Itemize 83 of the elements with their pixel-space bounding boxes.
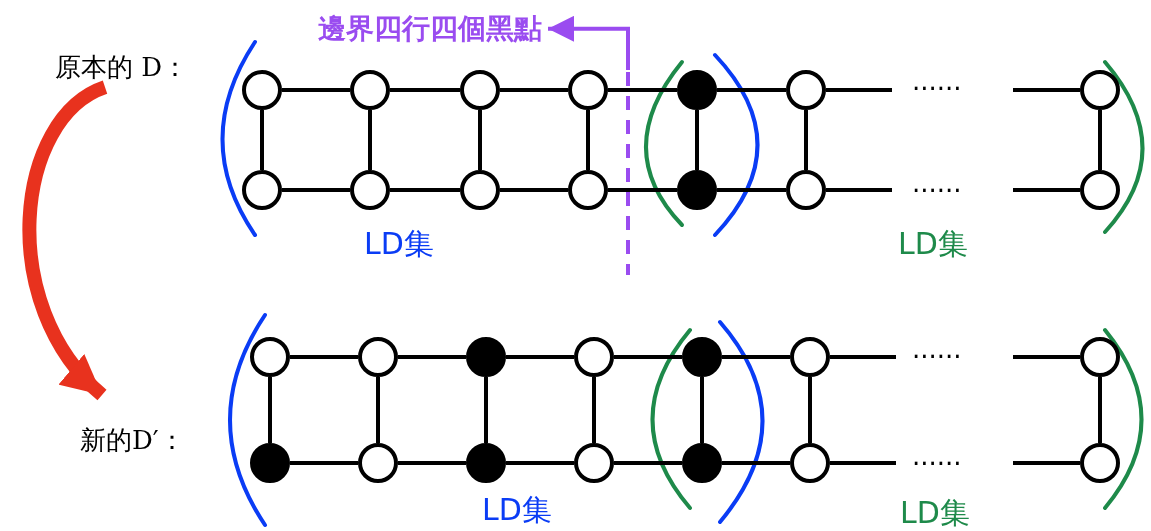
edge-line	[586, 110, 590, 170]
edge-line	[282, 188, 350, 192]
edge-line	[506, 355, 574, 359]
edge-line	[478, 110, 482, 170]
vertex-circle	[568, 170, 608, 210]
edge-line	[608, 188, 677, 192]
edge-line	[290, 355, 358, 359]
ellipsis: ......	[912, 168, 962, 200]
edge-line	[592, 377, 596, 443]
ellipsis: ......	[912, 441, 962, 473]
edge-line	[722, 355, 790, 359]
edge-line	[830, 355, 896, 359]
edge-line	[717, 88, 786, 92]
edge-line	[484, 377, 488, 443]
ellipsis: ......	[912, 66, 962, 98]
edge-line	[695, 110, 699, 170]
vertex-circle	[1080, 337, 1120, 377]
filled-vertex	[682, 337, 722, 377]
row-label: 新的D′：	[80, 425, 185, 457]
edge-line	[500, 88, 568, 92]
set-label: LD集	[364, 226, 434, 262]
arrow	[22, 80, 109, 400]
ellipsis: ......	[912, 334, 962, 366]
edge-line	[398, 461, 466, 465]
vertex-circle	[350, 170, 390, 210]
edge-line	[826, 188, 892, 192]
edge-line	[282, 88, 350, 92]
filled-vertex	[466, 443, 506, 483]
edge-line	[260, 110, 264, 170]
edge-line	[1013, 188, 1080, 192]
edge-line	[506, 461, 574, 465]
edge-line	[826, 88, 892, 92]
vertex-circle	[790, 443, 830, 483]
arrow	[548, 15, 630, 70]
edge-line	[614, 461, 682, 465]
edge-line	[1098, 110, 1102, 170]
edge-line	[614, 355, 682, 359]
edge-line	[830, 461, 896, 465]
edge-line	[1013, 461, 1080, 465]
edge-line	[722, 461, 790, 465]
edge-line	[268, 377, 272, 443]
edge-line	[804, 110, 808, 170]
vertex-circle	[786, 170, 826, 210]
edge-line	[376, 377, 380, 443]
vertex-circle	[568, 70, 608, 110]
vertex-circle	[1080, 443, 1120, 483]
vertex-circle	[358, 337, 398, 377]
edge-line	[1098, 377, 1102, 443]
filled-vertex	[677, 70, 717, 110]
vertex-circle	[250, 337, 290, 377]
edge-line	[390, 88, 460, 92]
set-label: LD集	[900, 495, 970, 531]
vertex-circle	[574, 443, 614, 483]
vertex-circle	[1080, 70, 1120, 110]
edge-line	[717, 188, 786, 192]
vertex-circle	[242, 70, 282, 110]
edge-line	[808, 377, 812, 443]
filled-vertex	[466, 337, 506, 377]
vertex-circle	[350, 70, 390, 110]
annotation-text: 邊界四行四個黑點	[318, 12, 542, 46]
row-label: 原本的 D：	[55, 52, 189, 84]
vertex-circle	[786, 70, 826, 110]
vertex-circle	[1080, 170, 1120, 210]
filled-vertex	[682, 443, 722, 483]
vertex-circle	[790, 337, 830, 377]
edge-line	[1013, 355, 1080, 359]
vertex-circle	[460, 170, 500, 210]
vertex-circle	[574, 337, 614, 377]
filled-vertex	[677, 170, 717, 210]
edge-line	[368, 110, 372, 170]
edge-line	[1013, 88, 1080, 92]
set-label: LD集	[482, 492, 552, 528]
set-label: LD集	[898, 226, 968, 262]
edge-line	[290, 461, 358, 465]
edge-line	[398, 355, 466, 359]
edge-line	[608, 88, 677, 92]
edge-line	[390, 188, 460, 192]
vertex-circle	[358, 443, 398, 483]
vertex-circle	[460, 70, 500, 110]
edge-line	[700, 377, 704, 443]
edge-line	[500, 188, 568, 192]
vertex-circle	[242, 170, 282, 210]
filled-vertex	[250, 443, 290, 483]
